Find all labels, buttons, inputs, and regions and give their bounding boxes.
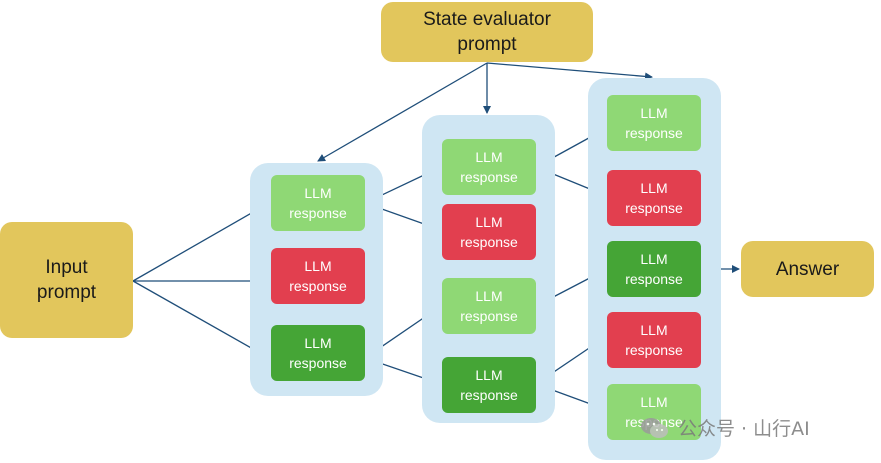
- llm-node-line2: response: [625, 271, 683, 287]
- llm-node-line1: LLM: [640, 105, 668, 121]
- llm-response-node: LLM response: [442, 139, 536, 195]
- llm-response-node: LLM response: [442, 278, 536, 334]
- llm-node-line1: LLM: [640, 394, 668, 410]
- llm-node-line2: response: [625, 342, 683, 358]
- llm-response-node: LLM response: [442, 357, 536, 413]
- llm-node-line1: LLM: [475, 149, 503, 165]
- llm-node-line1: LLM: [640, 251, 668, 267]
- llm-node-line2: response: [460, 234, 518, 250]
- llm-node-line2: response: [625, 200, 683, 216]
- state-evaluator-prompt: State evaluator prompt: [381, 2, 593, 62]
- llm-node-line1: LLM: [475, 214, 503, 230]
- llm-response-node: LLM response: [607, 95, 701, 151]
- watermark: 公众号 · 山行AI: [640, 414, 810, 441]
- input-prompt: Input prompt: [0, 222, 133, 338]
- state-evaluator-line2: prompt: [457, 34, 517, 55]
- llm-node-line1: LLM: [304, 185, 332, 201]
- llm-node-line2: response: [460, 169, 518, 185]
- llm-response-node: LLM response: [607, 241, 701, 297]
- llm-node-line2: response: [625, 125, 683, 141]
- llm-node-line1: LLM: [475, 367, 503, 383]
- llm-node-line2: response: [289, 355, 347, 371]
- answer-box: Answer: [741, 241, 874, 297]
- llm-node-line1: LLM: [640, 322, 668, 338]
- watermark-text: 公众号 · 山行AI: [678, 418, 810, 440]
- arrow-evaluator-to-group1: [317, 62, 488, 162]
- llm-response-node: LLM response: [607, 312, 701, 368]
- llm-response-node: LLM response: [271, 248, 365, 304]
- llm-response-node: LLM response: [442, 204, 536, 260]
- arrow-evaluator-to-group3: [486, 62, 653, 81]
- llm-response-node: LLM response: [271, 175, 365, 231]
- llm-node-line2: response: [289, 205, 347, 221]
- llm-node-line1: LLM: [640, 180, 668, 196]
- llm-node-line1: LLM: [304, 258, 332, 274]
- llm-node-line2: response: [460, 308, 518, 324]
- input-prompt-line2: prompt: [36, 282, 97, 303]
- input-prompt-line1: Input: [45, 257, 88, 278]
- answer-label: Answer: [775, 258, 840, 280]
- llm-node-line1: LLM: [475, 288, 503, 304]
- llm-response-node: LLM response: [271, 325, 365, 381]
- state-evaluator-line1: State evaluator: [423, 9, 551, 30]
- llm-node-line2: response: [289, 278, 347, 294]
- llm-node-line2: response: [460, 387, 518, 403]
- llm-response-node: LLM response: [607, 170, 701, 226]
- arrow-input-to-c1a: [132, 202, 270, 282]
- arrow-input-to-c1c: [132, 280, 270, 359]
- wechat-icon: [640, 416, 670, 440]
- llm-node-line1: LLM: [304, 335, 332, 351]
